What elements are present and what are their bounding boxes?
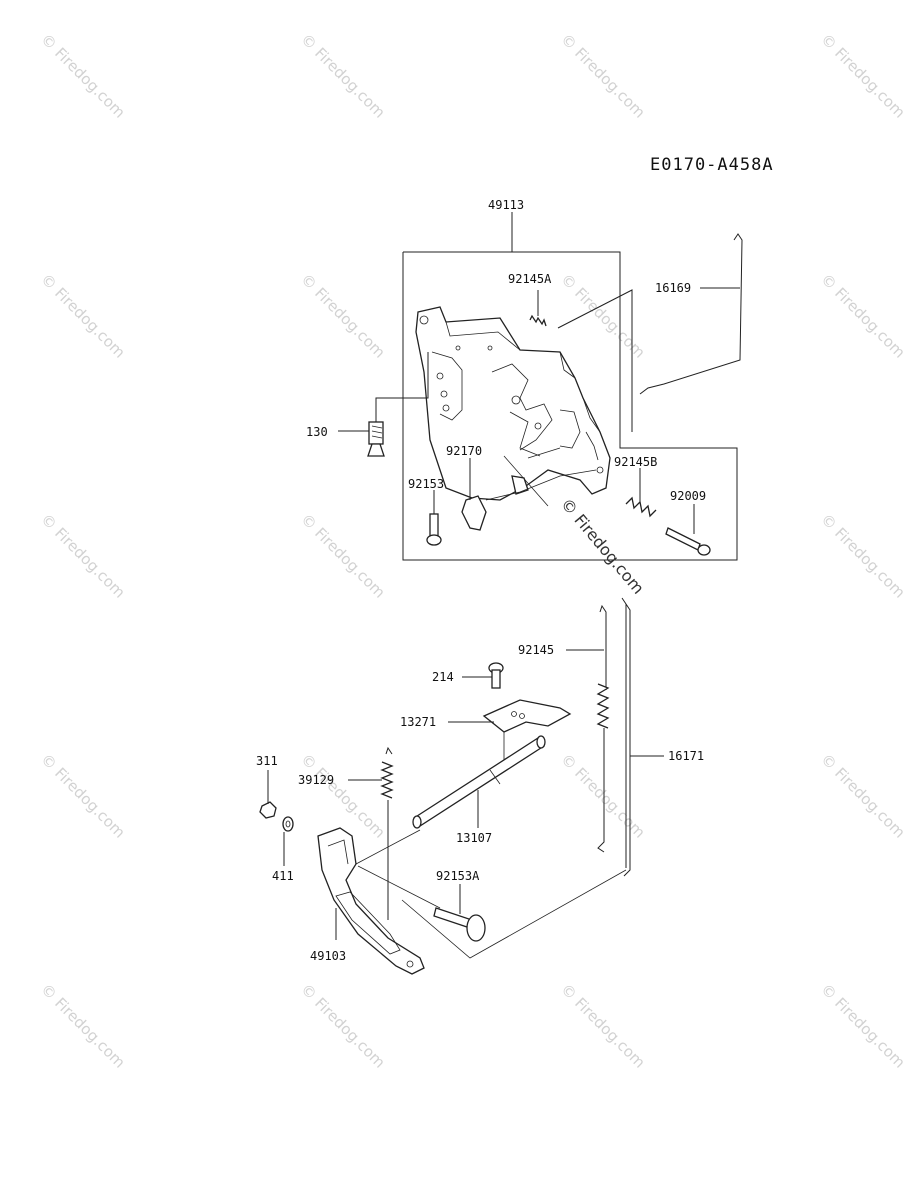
nut-311 — [259, 770, 277, 819]
washer-411 — [282, 816, 294, 866]
label-49103: 49103 — [310, 949, 346, 963]
label-214: 214 — [432, 670, 454, 684]
control-assembly-upper: © Firedog.com 49113 92145A 16169 130 921… — [306, 198, 743, 598]
rod-16171 — [401, 597, 664, 959]
spring-39129 — [348, 746, 394, 920]
watermark: © Firedog.com — [817, 980, 909, 1072]
diagram-code: E0170-A458A — [650, 155, 774, 175]
label-13271: 13271 — [400, 715, 436, 729]
spring-92145 — [566, 604, 610, 853]
plate-13271 — [448, 699, 572, 760]
watermark-center: © Firedog.com — [557, 494, 648, 597]
pin-92153A — [357, 865, 486, 942]
control-plate-49113 — [415, 306, 611, 501]
watermark: © Firedog.com — [557, 750, 649, 842]
watermark: © Firedog.com — [37, 510, 129, 602]
label-92170: 92170 — [446, 444, 482, 458]
bolt-130 — [338, 352, 429, 457]
spring-92145A — [529, 290, 547, 327]
label-16171: 16171 — [668, 749, 704, 763]
shaft-13107 — [412, 735, 546, 829]
bracket-92170 — [461, 447, 597, 531]
watermark: © Firedog.com — [37, 270, 129, 362]
watermark: © Firedog.com — [297, 30, 389, 122]
lever-49103 — [317, 827, 425, 975]
watermark: © Firedog.com — [557, 270, 649, 362]
control-assembly-lower: 92145 214 13271 311 39129 16171 13107 41… — [256, 597, 704, 975]
label-49113: 49113 — [488, 198, 524, 212]
label-130: 130 — [306, 425, 328, 439]
watermark: © Firedog.com — [817, 750, 909, 842]
label-92145: 92145 — [518, 643, 554, 657]
label-16169: 16169 — [655, 281, 691, 295]
screw-214 — [462, 662, 504, 689]
label-92153: 92153 — [408, 477, 444, 491]
watermark: © Firedog.com — [297, 750, 389, 842]
label-311: 311 — [256, 754, 278, 768]
watermark: © Firedog.com — [817, 510, 909, 602]
watermark: © Firedog.com — [557, 980, 649, 1072]
watermark: © Firedog.com — [37, 980, 129, 1072]
assembly-outline — [402, 251, 738, 561]
watermark: © Firedog.com — [817, 270, 909, 362]
rod-16169 — [557, 233, 743, 432]
watermark: © Firedog.com — [297, 270, 389, 362]
bolt-92009 — [665, 504, 711, 556]
watermark: © Firedog.com — [297, 510, 389, 602]
watermark: © Firedog.com — [37, 30, 129, 122]
spring-92145B — [625, 468, 657, 518]
label-92153A: 92153A — [436, 869, 480, 883]
watermark: © Firedog.com — [817, 30, 909, 122]
label-92009: 92009 — [670, 489, 706, 503]
screw-92153 — [426, 490, 442, 546]
label-411: 411 — [272, 869, 294, 883]
watermark: © Firedog.com — [297, 980, 389, 1072]
watermark: © Firedog.com — [37, 750, 129, 842]
label-13107: 13107 — [456, 831, 492, 845]
watermark: © Firedog.com — [557, 30, 649, 122]
label-92145B: 92145B — [614, 455, 657, 469]
label-92145A: 92145A — [508, 272, 552, 286]
label-39129: 39129 — [298, 773, 334, 787]
